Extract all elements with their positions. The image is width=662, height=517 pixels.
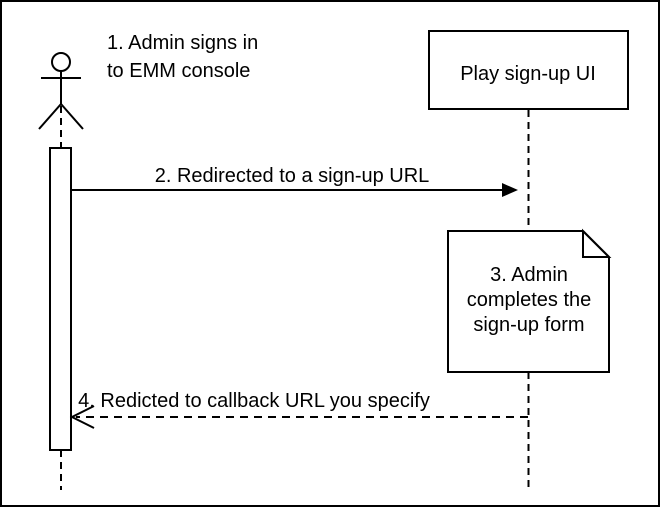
note-label-line3: sign-up form [473,314,584,336]
actor-activation-bar [49,147,72,451]
note-outline [447,230,610,373]
message-4-arrowhead-icon [69,405,95,429]
participant-box [428,30,629,110]
actor-label-line2: to EMM console [107,60,250,82]
actor-legs [38,102,84,130]
participant-label: Play sign-up UI [460,63,596,85]
note-label-line2: completes the [467,289,592,311]
message-4-label: 4. Redicted to callback URL you specify [78,390,430,412]
note-shape: 3. Admin completes the sign-up form [447,228,612,373]
message-2: 2. Redirected to a sign-up URL [71,165,518,197]
note-label-line1: 3. Admin [490,264,568,286]
message-2-arrowhead-icon [502,183,518,197]
note-fold-corner-icon [582,228,612,258]
actor-label-line1: 1. Admin signs in [107,32,258,54]
message-4: 4. Redicted to callback URL you specify [69,390,528,429]
message-2-label: 2. Redirected to a sign-up URL [155,165,430,187]
actor-icon [38,52,84,130]
